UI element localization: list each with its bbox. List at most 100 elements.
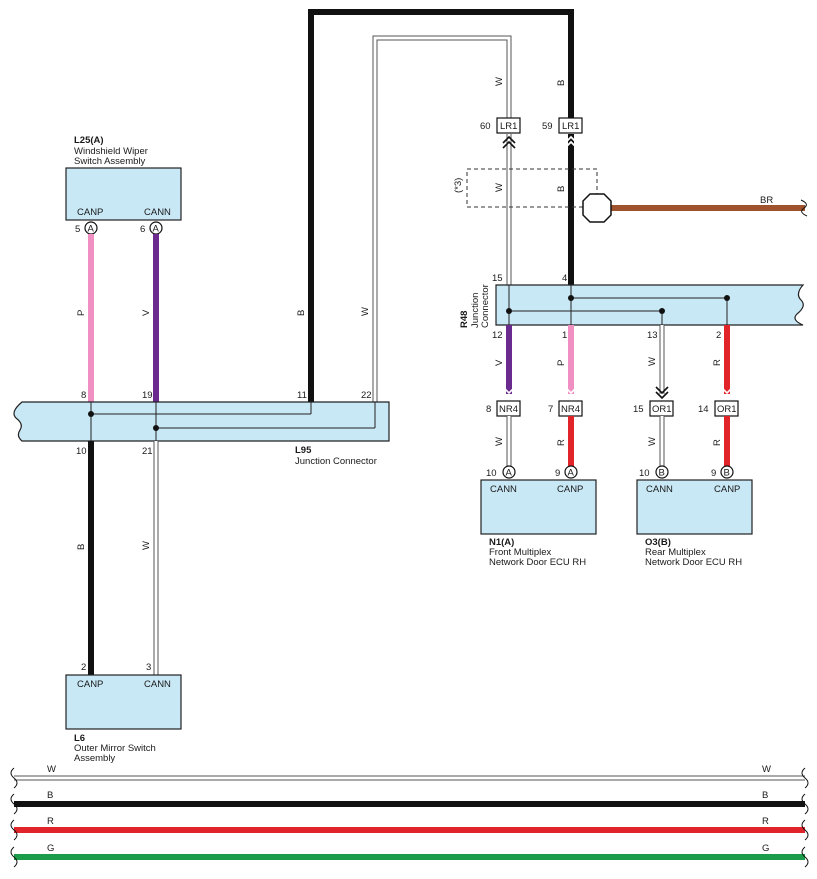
r48-pin: 12 xyxy=(492,330,503,341)
connector-circle-icon xyxy=(720,465,734,479)
l6-term-right: CANN xyxy=(144,679,171,690)
legend-break-right xyxy=(801,767,809,868)
arrow-marker xyxy=(655,386,669,400)
wire-label: R xyxy=(556,439,567,446)
splice-dot xyxy=(724,295,730,301)
inline-label: LR1 xyxy=(500,121,517,132)
r48-pin: 15 xyxy=(492,273,503,284)
inline-pin: 15 xyxy=(633,404,644,415)
l25-box[interactable] xyxy=(65,167,182,221)
l95-pin: 22 xyxy=(361,390,372,401)
l25-name-1: Windshield Wiper xyxy=(74,146,148,157)
l6-term-left: CANP xyxy=(77,679,103,690)
wire-label: W xyxy=(647,357,658,366)
inline-label: NR4 xyxy=(561,404,580,415)
l6-box[interactable] xyxy=(65,674,182,730)
l25-term-left: CANP xyxy=(77,207,103,218)
n1-conn-right: A xyxy=(568,468,575,479)
wire-label: W xyxy=(360,307,371,316)
inline-label: NR4 xyxy=(499,404,518,415)
wire-label: W xyxy=(647,437,658,446)
arrow-marker xyxy=(502,386,516,400)
wire-white-top-loop xyxy=(372,35,512,402)
wire-black-top-loop xyxy=(308,9,574,402)
l25-pin-right: 6 xyxy=(140,224,145,235)
wire-label: P xyxy=(556,360,567,366)
wire-label: BR xyxy=(760,195,773,206)
connector-circle-icon xyxy=(655,465,669,479)
arrow-marker xyxy=(564,135,578,149)
o3-id: O3(B) xyxy=(645,537,671,548)
wire-label: B xyxy=(296,310,307,316)
n1-box[interactable] xyxy=(480,479,597,535)
legend-label: W xyxy=(762,764,771,775)
wire-label: V xyxy=(494,359,505,366)
l6-name-2: Assembly xyxy=(74,753,115,764)
l25-id: L25(A) xyxy=(74,135,104,146)
o3-term-right: CANP xyxy=(714,484,740,495)
wire-label: B xyxy=(76,544,87,550)
l25-term-right: CANN xyxy=(144,207,171,218)
n1-term-left: CANN xyxy=(490,484,517,495)
legend-label: R xyxy=(762,816,769,827)
inline-label: OR1 xyxy=(717,404,737,415)
inline-pin: 8 xyxy=(486,404,491,415)
l95-box[interactable] xyxy=(13,401,390,442)
splice-octagon-icon xyxy=(582,193,612,223)
r48-pin: 4 xyxy=(562,273,567,284)
l6-name-1: Outer Mirror Switch xyxy=(74,743,156,754)
option-note: (*3) xyxy=(453,178,464,193)
l25-conn-left: A xyxy=(88,224,95,235)
wire-label: W xyxy=(494,77,505,86)
legend-label: B xyxy=(762,790,768,801)
legend: W W B B R R G G xyxy=(10,764,809,868)
n1-term-right: CANP xyxy=(557,484,583,495)
wire-label: B xyxy=(556,80,567,86)
n1-id: N1(A) xyxy=(489,537,514,548)
n1-conn-left: A xyxy=(506,468,513,479)
wire-label: W xyxy=(494,183,505,192)
inline-pin: 7 xyxy=(548,404,553,415)
connector-circle-icon xyxy=(564,465,578,479)
wire-label: V xyxy=(141,309,152,316)
arrow-marker xyxy=(502,135,516,149)
l6-pin-right: 3 xyxy=(146,662,151,673)
l95-id: L95 xyxy=(295,445,312,456)
inline-label: OR1 xyxy=(652,404,672,415)
option-dashed-box xyxy=(466,168,598,208)
o3-name-2: Network Door ECU RH xyxy=(645,557,742,568)
o3-pin-left: 10 xyxy=(639,468,650,479)
inline-pin: 14 xyxy=(698,404,709,415)
n1-name-2: Network Door ECU RH xyxy=(489,557,586,568)
inline-connector-lr1-b[interactable] xyxy=(558,117,583,134)
wire-label: P xyxy=(76,310,87,316)
legend-label: W xyxy=(47,764,56,775)
l25-pin-left: 5 xyxy=(75,224,80,235)
o3-box[interactable] xyxy=(636,479,753,535)
l95-pin: 11 xyxy=(297,390,307,401)
wire-label: R xyxy=(712,359,723,366)
o3-pin-right: 9 xyxy=(711,468,716,479)
o3-conn-right: B xyxy=(724,468,730,479)
r48-name-1: Junction xyxy=(470,293,481,328)
r48-box[interactable] xyxy=(495,284,805,326)
splice-dot xyxy=(506,308,512,314)
r48-id: R48 xyxy=(459,311,470,328)
wire-label: B xyxy=(556,186,567,192)
n1-name-1: Front Multiplex xyxy=(489,547,552,558)
legend-break-left xyxy=(10,767,18,868)
inline-connector-lr1-w[interactable] xyxy=(496,117,521,134)
legend-label: R xyxy=(47,816,54,827)
wire-end-break xyxy=(800,199,808,217)
inline-pin: 59 xyxy=(542,121,553,132)
l95-pin: 21 xyxy=(142,446,153,457)
wire-label: W xyxy=(494,437,505,446)
l25-conn-right: A xyxy=(153,224,160,235)
l95-pin: 10 xyxy=(76,446,87,457)
wire-label: R xyxy=(712,439,723,446)
o3-name-1: Rear Multiplex xyxy=(645,547,706,558)
arrow-marker xyxy=(564,386,578,400)
o3-conn-left: B xyxy=(659,468,665,479)
o3-term-left: CANN xyxy=(646,484,673,495)
